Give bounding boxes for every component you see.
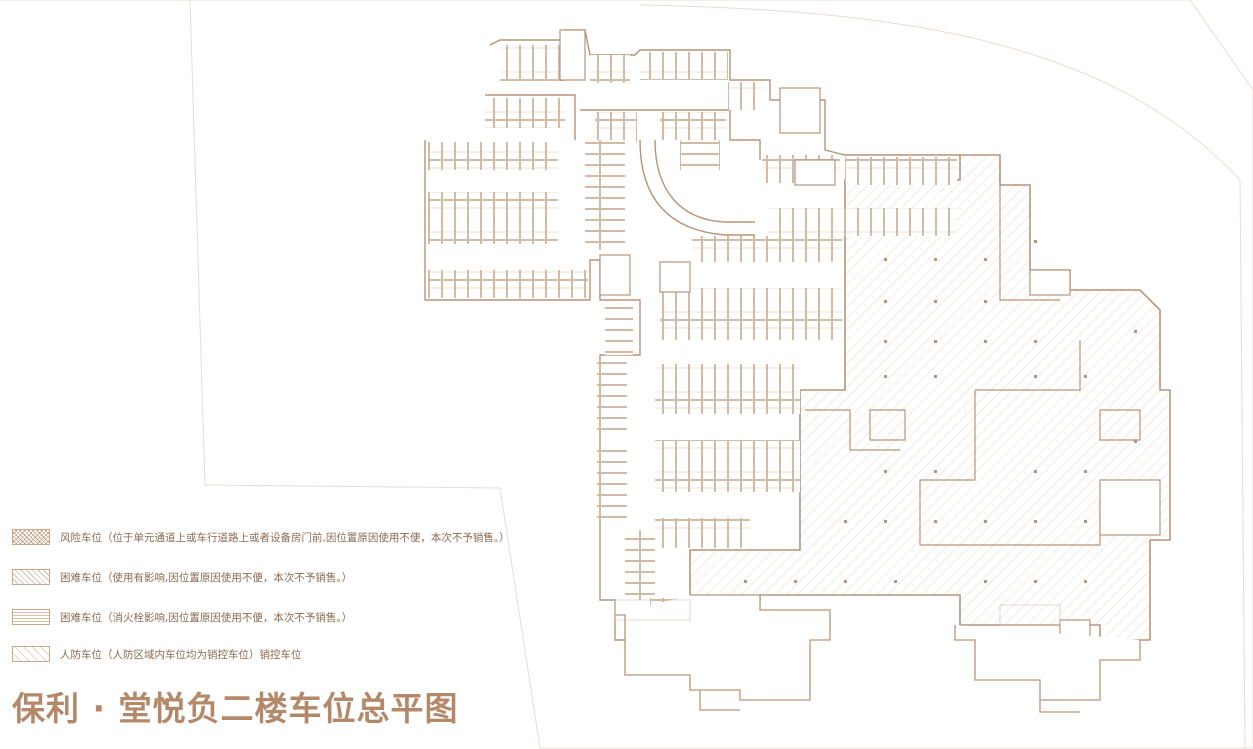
legend-item-hydrant: 困难车位（消火栓影响,因位置原因使用不便，本次不予销售。） [12, 608, 352, 626]
legend-label: 风险车位（位于单元通道上或车行道路上或者设备房门前,因位置原因使用不便，本次不予… [60, 531, 510, 544]
page-title: 保利 · 堂悦负二楼车位总平图 [12, 689, 459, 728]
hard-swatch [12, 569, 50, 585]
risk-swatch [12, 529, 50, 545]
lower-stalls [614, 599, 1061, 626]
legend-label: 人防车位（人防区域内车位均为销控车位）销控车位 [60, 648, 302, 661]
site-boundary-right [639, 4, 1246, 749]
columns [744, 240, 1137, 583]
legend-item-civil: 人防车位（人防区域内车位均为销控车位）销控车位 [12, 645, 302, 663]
legend-item-risk: 风险车位（位于单元通道上或车行道路上或者设备房门前,因位置原因使用不便，本次不予… [12, 528, 510, 546]
legend-label: 困难车位（消火栓影响,因位置原因使用不便，本次不予销售。） [60, 611, 353, 624]
legend-item-hard: 困难车位（使用有影响,因位置原因使用不便，本次不予销售。） [12, 568, 352, 586]
hydrant-swatch [12, 609, 50, 625]
lower-blocks [615, 594, 1141, 713]
legend-label: 困难车位（使用有影响,因位置原因使用不便，本次不予销售。） [60, 571, 353, 584]
civil-swatch [12, 646, 50, 662]
